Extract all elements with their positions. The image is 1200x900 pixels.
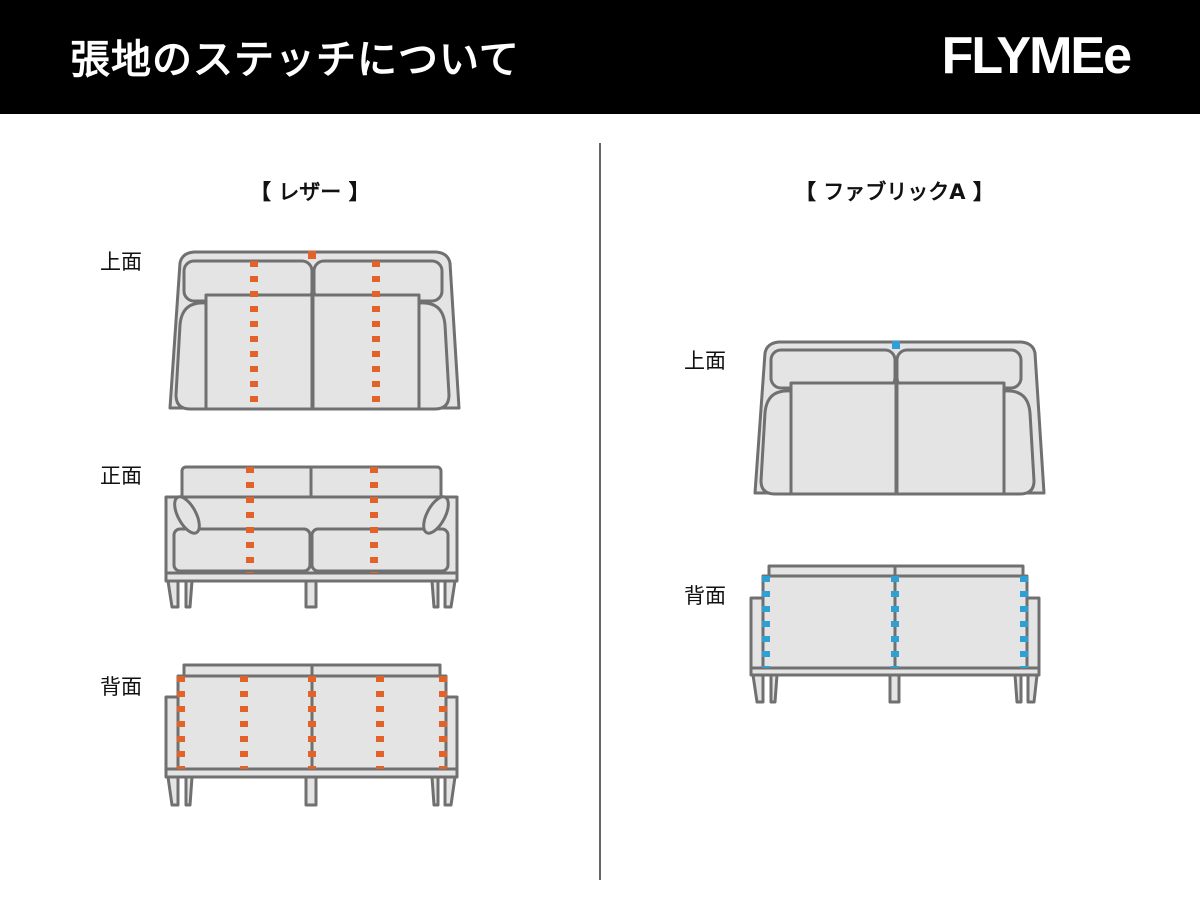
fabric-top-center-stitch — [892, 341, 900, 349]
fabric-top-view-label: 上面 — [684, 349, 726, 373]
fabric-back-view-sofa — [749, 564, 1041, 704]
leather-back-view-label: 背面 — [100, 675, 142, 699]
leather-top-center-stitch — [308, 251, 316, 259]
header-bar: 張地のステッチについて FLYMEe — [0, 0, 1200, 114]
column-divider — [599, 143, 601, 880]
leather-top-view-sofa — [168, 250, 461, 411]
leather-front-view-sofa — [164, 465, 459, 609]
leather-front-view-label: 正面 — [100, 464, 142, 488]
fabric-back-view-label: 背面 — [684, 584, 726, 608]
fabric-top-view-sofa — [753, 340, 1046, 496]
leather-top-view-label: 上面 — [100, 250, 142, 274]
fabric-column-title: 【 ファブリックA 】 — [795, 180, 994, 204]
leather-column-title: 【 レザー 】 — [250, 180, 370, 204]
leather-back-view-sofa — [164, 663, 459, 807]
page-title: 張地のステッチについて — [70, 37, 520, 83]
brand-logo: FLYMEe — [941, 27, 1132, 85]
